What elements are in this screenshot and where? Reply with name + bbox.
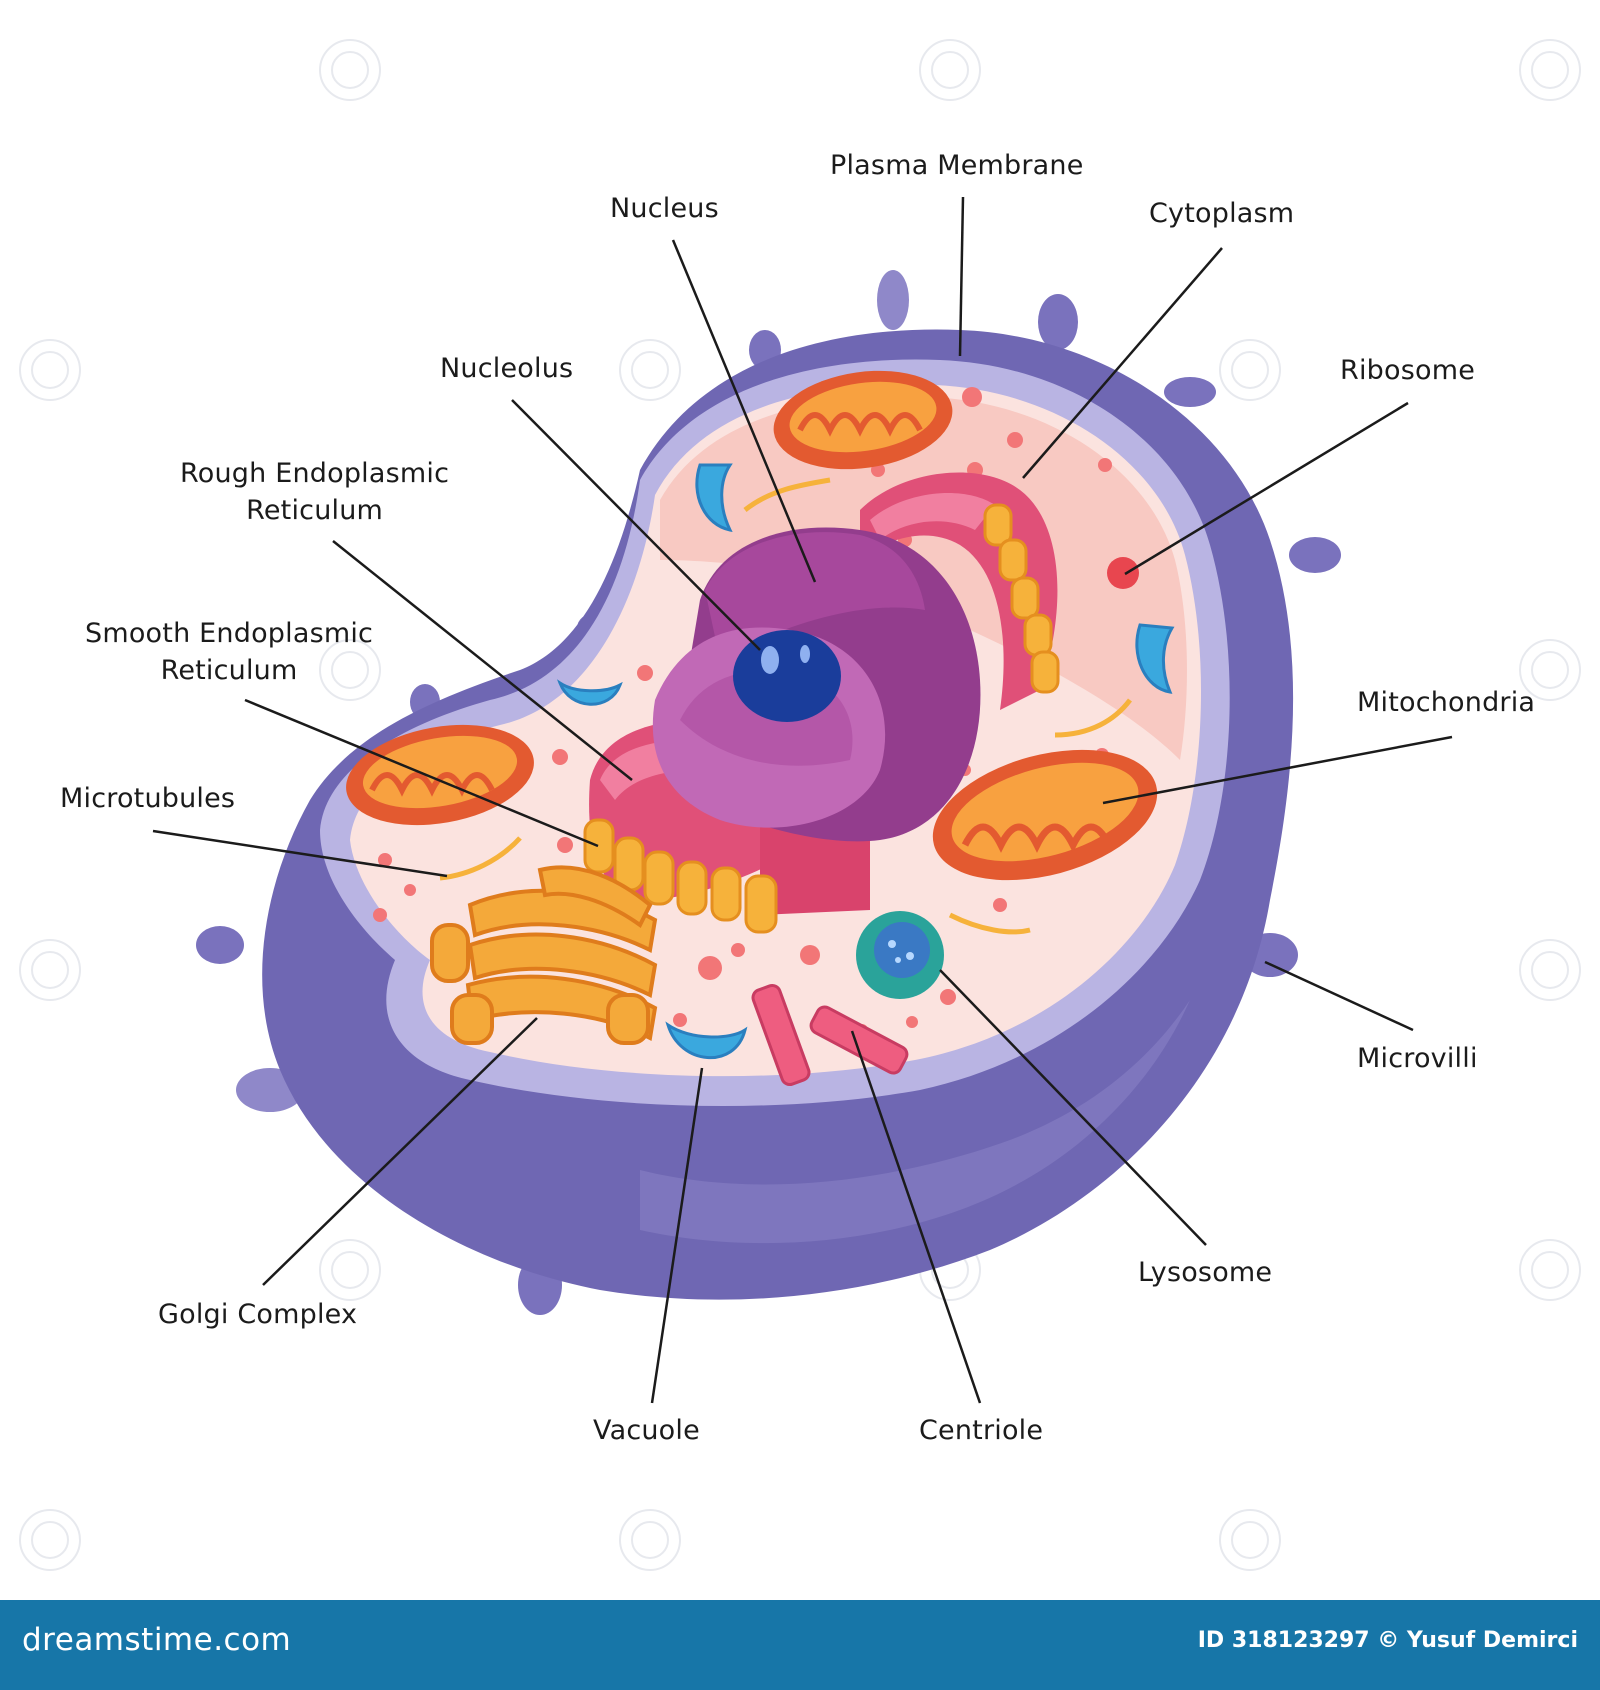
- label-golgi-complex: Golgi Complex: [158, 1299, 358, 1330]
- label-smooth-er: Smooth Endoplasmic Reticulum: [85, 618, 374, 686]
- leader-lines: [152, 196, 1453, 1404]
- label-ribosome: Ribosome: [1340, 355, 1476, 386]
- nucleolus-shape: [733, 630, 841, 722]
- label-centriole: Centriole: [919, 1415, 1044, 1446]
- label-lysosome: Lysosome: [1138, 1257, 1273, 1288]
- label-plasma-membrane: Plasma Membrane: [830, 150, 1084, 181]
- brand-logo[interactable]: dreamstime.com: [22, 1622, 292, 1658]
- label-microtubules: Microtubules: [60, 783, 236, 814]
- label-cytoplasm: Cytoplasm: [1149, 198, 1295, 229]
- watermark-pattern: [19, 39, 1581, 1571]
- lysosome-shape: [856, 911, 944, 999]
- label-mitochondria: Mitochondria: [1357, 687, 1536, 718]
- label-nucleus: Nucleus: [610, 193, 719, 224]
- mitochondria-shapes: [346, 370, 1158, 881]
- footer-bar: dreamstime.com ID 318123297 © Yusuf Demi…: [0, 1600, 1600, 1690]
- image-credit: ID 318123297 © Yusuf Demirci: [1197, 1628, 1578, 1653]
- label-rough-er: Rough Endoplasmic Reticulum: [180, 458, 450, 526]
- label-microvilli: Microvilli: [1357, 1043, 1478, 1074]
- golgi-shape: [430, 865, 658, 1045]
- centriole-shapes: [751, 983, 909, 1087]
- membrane-highlight: [640, 1000, 1190, 1244]
- microtubule-shapes: [439, 477, 1132, 935]
- smooth-er-shape: [583, 503, 1060, 934]
- cell-diagram: [19, 39, 1581, 1571]
- label-vacuole: Vacuole: [593, 1415, 700, 1446]
- label-nucleolus: Nucleolus: [440, 353, 574, 384]
- vacuole-shapes: [556, 463, 1175, 1059]
